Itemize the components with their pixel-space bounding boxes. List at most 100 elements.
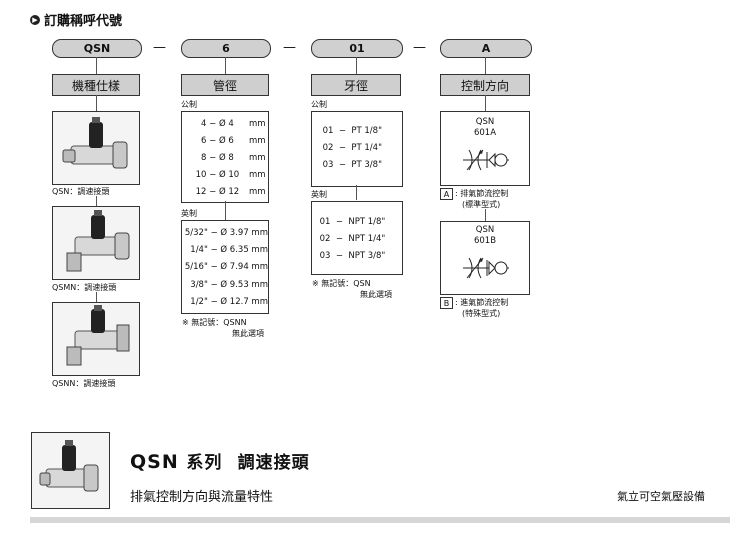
code-pill-thread-text: 01 <box>349 42 365 55</box>
control-b-letter: B <box>440 297 453 309</box>
pipe-inch-code: 1/4" <box>190 245 208 255</box>
thread-header-text: 牙徑 <box>343 78 368 93</box>
thread-metric-box: 01 − PT 1/8" 02 − PT 1/4" 03 − PT 3/8" <box>311 111 403 187</box>
flow-control-symbol-b <box>463 257 509 279</box>
connector-line <box>96 292 97 302</box>
control-a-letter: A <box>440 188 453 200</box>
pipe-size-code: 10 <box>195 170 207 180</box>
control-header-text: 控制方向 <box>460 78 509 93</box>
control-header: 控制方向 <box>440 74 530 96</box>
code-pill-model: QSN <box>52 39 142 58</box>
thread-header: 牙徑 <box>311 74 401 96</box>
pipe-size-code: 4 <box>201 119 207 129</box>
control-a-desc1-text: 排氣節流控制 <box>460 189 509 198</box>
control-b-model: QSN <box>475 225 495 235</box>
product-subtitle: 排氣控制方向與流量特性 <box>130 490 274 505</box>
thread-value: PT 3/8" <box>351 160 382 170</box>
flow-control-symbol-a <box>463 149 509 171</box>
fitting-image <box>62 117 128 169</box>
pipe-inch-row: 3/8" − Ø 9.53 mm <box>182 280 268 290</box>
control-b-desc1-text: 進氣節流控制 <box>460 298 509 307</box>
product-thumbnail <box>31 432 110 509</box>
thread-code: 03 <box>322 160 334 170</box>
thread-code: 01 <box>322 126 334 136</box>
code-pill-pipe: 6 <box>181 39 271 58</box>
product-image-qsmn <box>52 206 140 280</box>
pipe-inch-code: 3/8" <box>190 280 208 290</box>
product-series: QSN <box>130 451 179 473</box>
control-a-desc2: (標準型式) <box>462 200 501 209</box>
connector-line <box>356 57 357 74</box>
pipe-size-unit: mm <box>248 136 266 146</box>
pipe-inch-row: 1/2" − Ø 12.7 mm <box>182 297 268 307</box>
product-caption-qsn: QSN：調速接頭 <box>52 187 110 196</box>
pipe-note-line2: 無此選項 <box>232 329 264 338</box>
separator-3: — <box>413 40 426 55</box>
pipe-size-code: 6 <box>201 136 207 146</box>
thread-inch-row: 01 − NPT 1/8" <box>312 217 402 227</box>
thread-inch-row: 03 − NPT 3/8" <box>312 251 402 261</box>
product-image-qsnn <box>52 302 140 376</box>
pipe-inch-row: 1/4" − Ø 6.35 mm <box>182 245 268 255</box>
fitting-image <box>66 210 130 272</box>
control-a-model: QSN <box>475 117 495 127</box>
pipe-inch-value: Ø 12.7 mm <box>220 297 268 307</box>
pipe-inch-value: Ø 3.97 mm <box>220 228 268 238</box>
connector-line <box>96 196 97 206</box>
code-pill-pipe-text: 6 <box>222 42 230 55</box>
code-pill-thread: 01 <box>311 39 403 58</box>
thread-value: NPT 1/4" <box>348 234 386 244</box>
thread-value: NPT 1/8" <box>348 217 386 227</box>
company-name: 氣立可空氣壓設備 <box>617 490 705 503</box>
control-a-box: QSN 601A <box>440 111 530 186</box>
thread-inch-label: 英制 <box>311 190 327 199</box>
pipe-inch-label: 英制 <box>181 209 197 218</box>
pipe-inch-code: 5/16" <box>184 262 208 272</box>
thread-metric-row: 01 − PT 1/8" <box>312 126 402 136</box>
footer-divider <box>30 517 730 523</box>
thread-inch-row: 02 − NPT 1/4" <box>312 234 402 244</box>
model-header-text: 機種仕樣 <box>71 78 120 93</box>
product-name: 調速接頭 <box>237 453 310 473</box>
connector-line <box>96 57 97 74</box>
thread-inch-box: 01 − NPT 1/8" 02 − NPT 1/4" 03 − NPT 3/8… <box>311 201 403 275</box>
pipe-size-code: 8 <box>201 153 207 163</box>
pipe-size-unit: mm <box>248 170 266 180</box>
product-caption-qsmn: QSMN：調速接頭 <box>52 283 117 292</box>
pipe-inch-box: 5/32" − Ø 3.97 mm 1/4" − Ø 6.35 mm 5/16"… <box>181 220 269 314</box>
code-pill-control-text: A <box>481 42 491 55</box>
thread-code: 02 <box>319 234 331 244</box>
code-pill-control: A <box>440 39 532 58</box>
fitting-image <box>66 305 130 366</box>
connector-line <box>225 201 226 220</box>
pipe-size-value: Ø 12 <box>218 187 240 197</box>
control-b-box: QSN 601B <box>440 221 530 295</box>
control-b-desc1: : 進氣節流控制 <box>455 298 509 307</box>
pipe-inch-code: 1/2" <box>190 297 208 307</box>
pipe-size-code: 12 <box>195 187 207 197</box>
connector-line <box>485 95 486 111</box>
pipe-header-text: 管徑 <box>212 78 237 93</box>
order-code-heading: ▶ 訂購稱呼代號 <box>30 10 122 29</box>
separator-2: — <box>283 40 296 55</box>
product-title: QSN 系列 調速接頭 <box>130 448 310 473</box>
pipe-inch-row: 5/32" − Ø 3.97 mm <box>182 228 268 238</box>
thread-code: 01 <box>319 217 331 227</box>
pipe-inch-value: Ø 7.94 mm <box>220 262 268 272</box>
pipe-size-value: Ø 8 <box>218 153 234 163</box>
model-header: 機種仕樣 <box>52 74 140 96</box>
fitting-image <box>39 440 99 492</box>
control-a-code: 601A <box>473 128 497 138</box>
product-caption-qsnn: QSNN：調速接頭 <box>52 379 116 388</box>
pipe-inch-value: Ø 9.53 mm <box>220 280 268 290</box>
code-pill-model-text: QSN <box>83 42 111 55</box>
connector-line <box>225 57 226 74</box>
separator-1: — <box>153 40 166 55</box>
product-series-word: 系列 <box>186 453 223 473</box>
pipe-size-unit: mm <box>248 187 266 197</box>
